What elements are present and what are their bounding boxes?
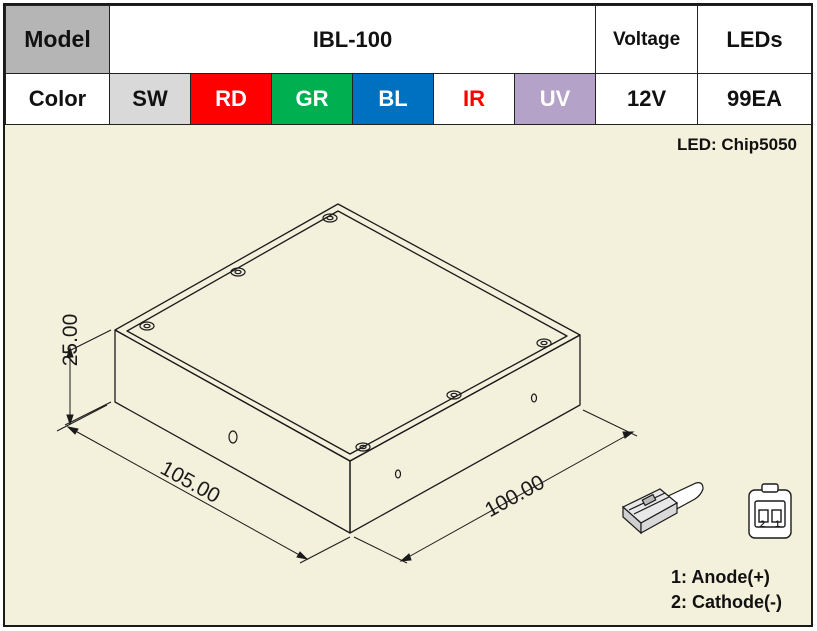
screw-hole	[230, 267, 246, 277]
dim-line-length	[69, 427, 306, 559]
color-option-bl: BL	[352, 73, 434, 125]
screw-hole	[355, 442, 371, 452]
pin-legend-anode: 1: Anode(+)	[671, 567, 770, 587]
dim-ext-line	[56, 404, 108, 432]
box-right-face	[349, 334, 581, 534]
color-label: Color	[5, 73, 110, 125]
leds-label: LEDs	[697, 5, 813, 74]
dim-label-length: 105.00	[156, 457, 223, 508]
side-hole	[530, 393, 538, 403]
side-hole	[228, 430, 238, 444]
dim-arrow	[399, 553, 412, 562]
box-top-face	[114, 203, 581, 462]
dim-arrow	[66, 426, 79, 435]
pin-legend: 1: Anode(+) 2: Cathode(-)	[671, 565, 782, 615]
connector-front-icon	[748, 483, 792, 539]
isometric-drawing: 25.00 105.00 100.00 2 1	[56, 203, 792, 564]
screw-hole-inner	[234, 269, 242, 275]
connector-plug-icon	[621, 482, 704, 535]
screw-hole	[536, 338, 552, 348]
led-type-label: LED: Chip5050	[677, 135, 797, 154]
dim-ext-line	[299, 536, 351, 564]
screw-hole-inner	[540, 340, 548, 346]
screw-hole	[446, 390, 462, 400]
dim-ext-line	[353, 536, 408, 564]
color-option-sw: SW	[109, 73, 191, 125]
color-option-ir: IR	[433, 73, 515, 125]
voltage-value: 12V	[595, 73, 699, 125]
dim-arrow	[66, 414, 74, 426]
dim-label-height: 25.00	[59, 314, 82, 367]
pin-legend-cathode: 2: Cathode(-)	[671, 592, 782, 612]
screw-hole-inner	[143, 323, 151, 329]
dim-ext-line	[64, 329, 112, 354]
screw-hole	[139, 321, 155, 331]
dim-arrow	[622, 431, 635, 439]
color-option-rd: RD	[190, 73, 272, 125]
screw-hole	[322, 213, 338, 223]
model-value: IBL-100	[108, 5, 597, 74]
dim-arrow	[296, 551, 309, 560]
box-lid-outline	[126, 210, 568, 455]
side-hole	[394, 469, 402, 479]
dim-ext-line	[64, 401, 112, 426]
model-label: Model	[5, 5, 110, 74]
dim-label-width: 100.00	[481, 471, 548, 522]
connector-pin-2-label: 2	[760, 519, 765, 529]
color-option-uv: UV	[513, 73, 597, 125]
spec-sheet: Model IBL-100 Voltage LEDs Color SW RD G…	[3, 3, 813, 627]
leds-value: 99EA	[697, 73, 813, 125]
dim-line-width	[402, 432, 632, 561]
dim-arrow	[66, 346, 74, 358]
spec-table: Model IBL-100 Voltage LEDs Color SW RD G…	[5, 5, 813, 125]
screw-hole-inner	[326, 215, 334, 221]
screw-hole-inner	[450, 392, 458, 398]
screw-hole-inner	[359, 444, 367, 450]
connector-pin-1-label: 1	[775, 519, 780, 529]
